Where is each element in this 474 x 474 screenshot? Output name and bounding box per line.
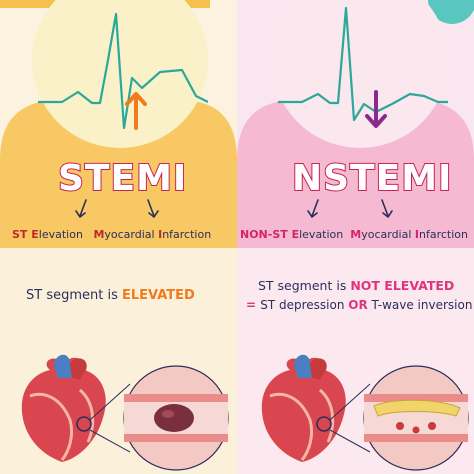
pointer-arrows (75, 199, 393, 219)
artery-cross-section-icon (363, 365, 469, 471)
nstemi-ecg-trace (278, 6, 448, 122)
stemi-subtitle: ST Elevation Myocardial Infarction (12, 228, 212, 241)
stemi-segment-text: ST segment is ELEVATED (26, 288, 195, 303)
nstemi-depression-text: = ST depression OR T-wave inversion (246, 298, 473, 312)
stemi-ecg-circle (32, 0, 208, 148)
heart-icon (21, 354, 106, 462)
arrow-up-icon (125, 92, 147, 130)
heart-icon (261, 354, 346, 462)
nstemi-title: NSTEMI (291, 157, 453, 200)
stemi-heart-illustration (21, 354, 229, 471)
stemi-ecg-trace (38, 12, 208, 130)
arrow-down-icon (365, 90, 387, 128)
stemi-title: STEMI (57, 157, 188, 200)
nstemi-subtitle: NON-ST Elevation Myocardial Infarction (240, 228, 468, 241)
nstemi-heart-illustration (261, 354, 469, 471)
nstemi-segment-text: ST segment is NOT ELEVATED (258, 278, 455, 293)
artery-cross-section-icon (123, 365, 229, 471)
nstemi-ecg-circle (272, 0, 448, 148)
